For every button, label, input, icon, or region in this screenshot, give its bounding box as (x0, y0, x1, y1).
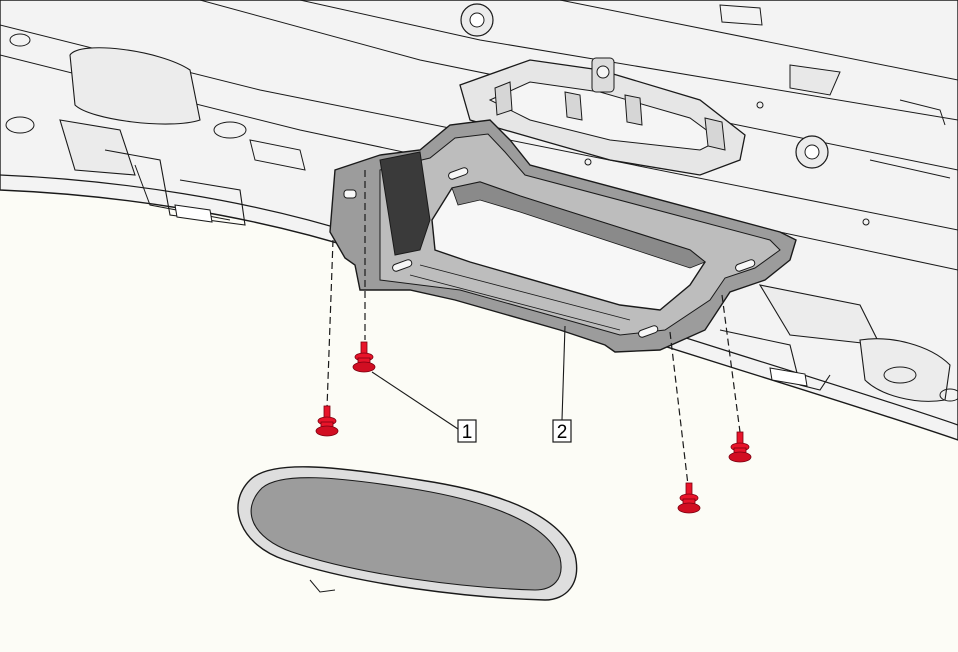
callout-1-label: 1 (462, 422, 473, 443)
mirror-icon (237, 466, 578, 601)
callout-2-label: 2 (557, 422, 568, 443)
leader-lines (371, 325, 566, 430)
bolt-icon (728, 431, 752, 463)
upper-mount-frame (459, 57, 746, 176)
bolt-icon (315, 405, 339, 437)
callout-2: 2 (552, 419, 572, 443)
mirror-bracket (329, 119, 797, 353)
bolt-icon (677, 482, 701, 514)
bolt-icon (352, 341, 376, 373)
alignment-lines (326, 170, 741, 486)
callout-1: 1 (457, 419, 477, 443)
